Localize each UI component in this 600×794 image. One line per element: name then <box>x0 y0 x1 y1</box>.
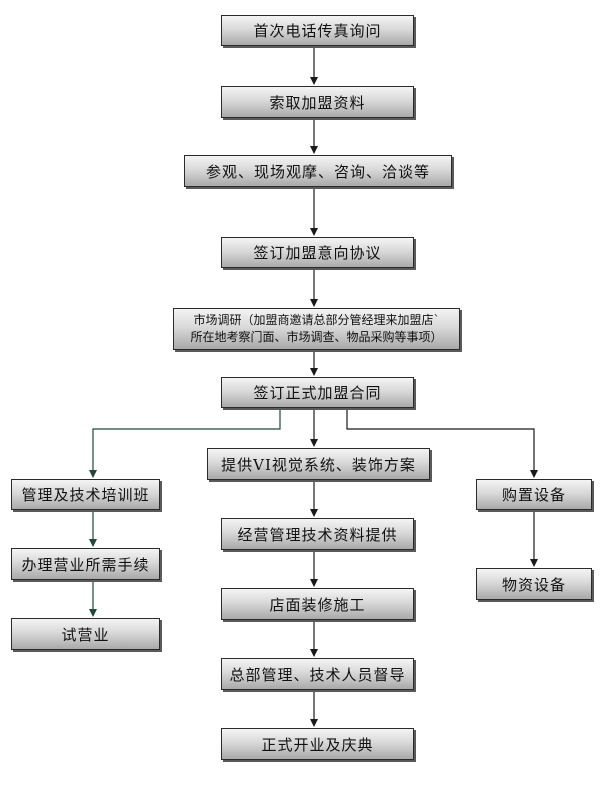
step-request-materials: 索取加盟资料 <box>221 86 414 118</box>
step-market-research: 市场调研（加盟商邀请总部分管经理来加盟店` 所在地考察门面、市场调查、物品采购等… <box>173 308 460 350</box>
arrow-n6-left1 <box>89 408 281 478</box>
step-hq-supervision: 总部管理、技术人员督导 <box>221 658 414 690</box>
step-trial-operation: 试营业 <box>11 618 160 650</box>
step-material-equipment: 物资设备 <box>476 568 592 600</box>
step-training-class: 管理及技术培训班 <box>11 479 160 510</box>
step-management-materials: 经营管理技术资料提供 <box>221 518 414 550</box>
market-research-line1: 市场调研（加盟商邀请总部分管经理来加盟店` <box>193 313 440 327</box>
step-vi-system: 提供VI视觉系统、装饰方案 <box>207 448 430 480</box>
step-visit-consult: 参观、现场观摩、咨询、洽谈等 <box>184 155 452 187</box>
step-store-renovation: 店面装修施工 <box>221 588 414 620</box>
step-formal-contract: 签订正式加盟合同 <box>221 377 414 408</box>
step-grand-opening: 正式开业及庆典 <box>221 728 414 760</box>
step-business-procedures: 办理营业所需手续 <box>11 548 160 580</box>
market-research-line2: 所在地考察门面、市场调查、物品采购等事项） <box>190 330 443 344</box>
arrow-n6-right1 <box>346 408 538 478</box>
step-purchase-equipment: 购置设备 <box>476 479 592 510</box>
step-first-inquiry: 首次电话传真询问 <box>221 15 414 46</box>
step-intent-agreement: 签订加盟意向协议 <box>221 237 414 268</box>
